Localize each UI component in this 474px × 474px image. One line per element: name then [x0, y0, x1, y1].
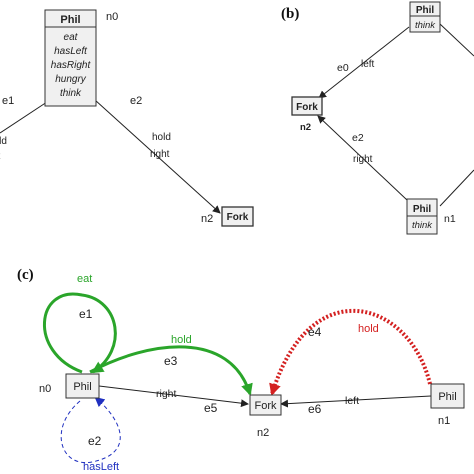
edge-c-e2 [60, 396, 121, 464]
node-a-n0-attr: hungry [55, 74, 87, 85]
edge-a-e1-id: e1 [2, 95, 14, 107]
node-c-fork[interactable]: Fork [249, 394, 282, 416]
panel-label-b: (b) [281, 6, 299, 22]
node-a-n0-attr: think [60, 88, 82, 99]
edge-c-e2-label: hasLeft [83, 461, 119, 473]
node-b-phil-n1[interactable]: Phil think [406, 198, 438, 235]
node-b-phil-n1-attr: think [412, 220, 433, 231]
edge-a-e2-id: e2 [130, 95, 142, 107]
node-a-n0-attr: hasRight [51, 60, 92, 71]
node-b-fork-title: Fork [296, 102, 318, 113]
node-c-phil-n0[interactable]: Phil [65, 373, 100, 399]
node-b-phil-n1-id: n1 [444, 213, 456, 225]
edge-b-e0 [318, 26, 410, 99]
edge-c-e4 [269, 309, 432, 396]
node-c-phil-n0-id: n0 [39, 383, 51, 395]
panel-a: Phil eat hasLeft hasRight hungry think n… [0, 9, 254, 227]
edge-a-e2-label: hold [152, 132, 171, 143]
node-b-phil-top-title: Phil [416, 5, 435, 16]
node-a-n0-attr: eat [64, 32, 79, 43]
edge-c-e4-id: e4 [308, 325, 322, 339]
edge-a-e2-label: right [150, 149, 170, 160]
edge-c-e1-label: eat [77, 273, 92, 285]
edge-c-e3-label: hold [171, 334, 192, 346]
edge-c-e3 [89, 345, 253, 396]
edge-c-e5-id: e5 [204, 401, 218, 415]
node-c-phil-n1[interactable]: Phil [430, 383, 465, 409]
edge-b-right-lower [439, 169, 474, 207]
panel-label-c: (c) [17, 267, 34, 283]
node-a-fork-id: n2 [201, 213, 213, 225]
edge-c-e5-label: right [156, 388, 177, 400]
edge-c-e3-id: e3 [164, 354, 178, 368]
edge-a-e1 [0, 99, 51, 134]
edge-a-e1-label: hold [0, 136, 7, 147]
edge-b-e2-label: right [353, 154, 373, 165]
edge-b-e0-label: left [361, 59, 375, 70]
edge-c-e6-label: left [345, 395, 359, 407]
edge-c-e6 [280, 395, 432, 408]
node-a-n0-title: Phil [60, 14, 80, 26]
node-b-fork[interactable]: Fork [291, 96, 323, 116]
edge-b-e2-id: e2 [352, 132, 364, 144]
panel-b: (b) Phil think Fork n2 Phil think n1 e0 [281, 1, 474, 235]
node-c-phil-n1-id: n1 [438, 415, 450, 427]
node-b-phil-top[interactable]: Phil think [409, 1, 441, 33]
edge-b-right-upper [439, 23, 474, 57]
edge-b-e2 [317, 115, 408, 201]
node-a-n0-id: n0 [106, 11, 118, 23]
node-c-fork-title: Fork [255, 400, 278, 412]
node-b-phil-n1-title: Phil [413, 204, 432, 215]
node-a-fork-title: Fork [227, 212, 249, 223]
edge-c-e1 [43, 292, 117, 374]
edge-c-e2-id: e2 [88, 434, 102, 448]
edge-c-e6-id: e6 [308, 402, 322, 416]
node-a-n0[interactable]: Phil eat hasLeft hasRight hungry think [44, 9, 97, 107]
edge-c-e4-label: hold [358, 323, 379, 335]
node-b-fork-id: n2 [300, 122, 311, 133]
edge-c-e1-id: e1 [79, 307, 93, 321]
node-c-fork-id: n2 [257, 427, 269, 439]
edge-c-e5 [98, 385, 249, 408]
node-c-phil-n0-title: Phil [73, 381, 91, 393]
node-c-phil-n1-title: Phil [438, 391, 456, 403]
node-a-fork[interactable]: Fork [221, 206, 254, 227]
panel-c: (c) Phil n0 Fork n2 Phil n1 eat e1 [17, 267, 465, 473]
node-a-n0-attr: hasLeft [54, 46, 88, 57]
edge-a-e1-label: left [0, 151, 1, 162]
edge-b-e0-id: e0 [337, 62, 349, 74]
edge-a-e2 [94, 99, 221, 214]
node-b-phil-top-attr: think [415, 20, 436, 31]
